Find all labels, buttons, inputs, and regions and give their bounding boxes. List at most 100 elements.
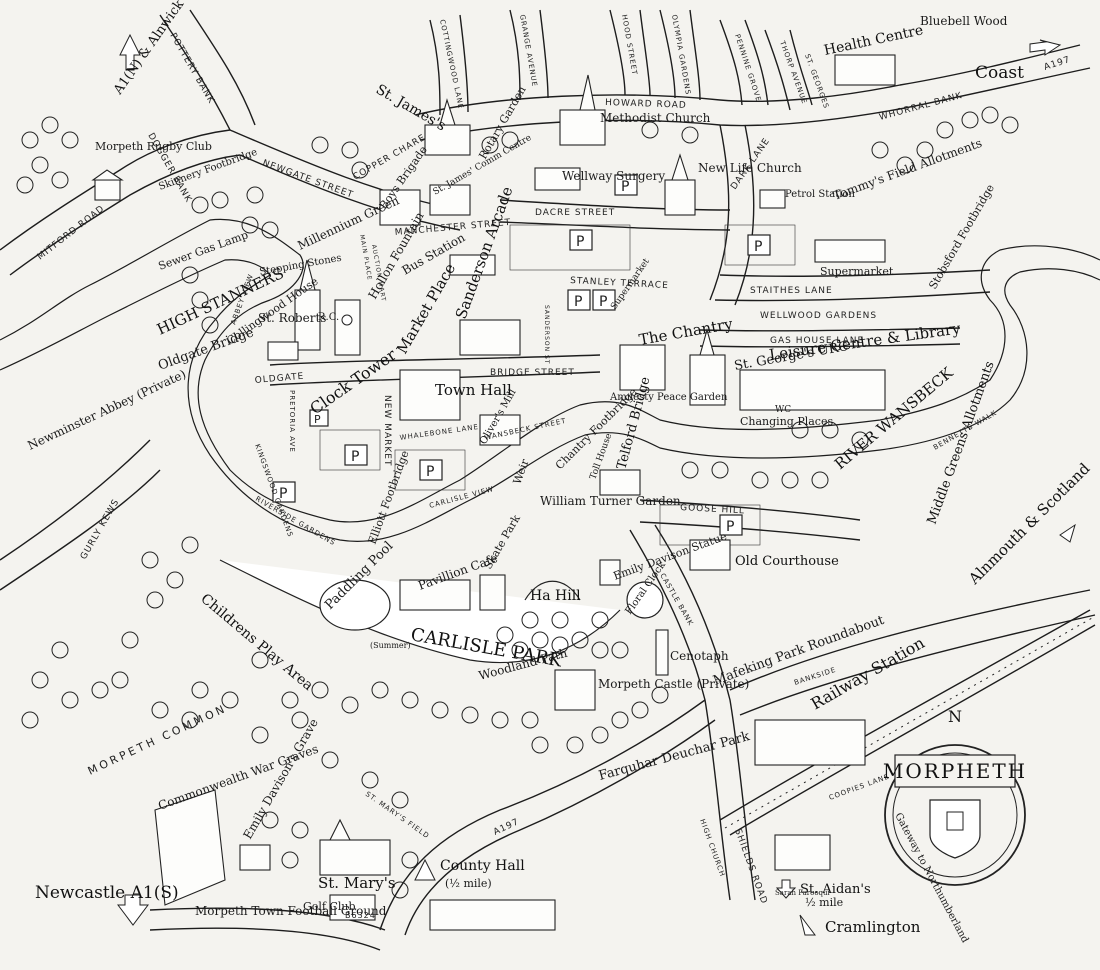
methodist-church [559,74,606,146]
svg-text:P: P [426,464,434,480]
tree [61,131,79,149]
toll-house-building [599,469,641,496]
svg-text:½ mile: ½ mile [805,896,843,909]
street-staithes-lane: STAITHES LANE [750,286,833,296]
label-ha-hill: Ha Hill [530,588,581,604]
tree [531,631,549,649]
svg-text:County Hall: County Hall [440,858,525,874]
parking-sign[interactable]: P [419,459,443,481]
tree [191,291,209,309]
skate-park [479,574,506,611]
tree [311,681,329,699]
svg-text:Newcastle A1(S): Newcastle A1(S) [35,883,179,903]
arrow-coast: Coast [975,39,1062,83]
tree [496,626,514,644]
cenotaph-monument [655,629,669,676]
parking-sign[interactable]: P [747,234,771,256]
parking-sign[interactable]: P [344,444,368,466]
emily-davisons-grave-monument [239,844,271,871]
street-goose-hill: GOOSE HILL [680,503,745,516]
st-marys-church [319,818,391,876]
carlisle-park-area [219,559,621,664]
tree [591,641,609,659]
street-new-market: NEW MARKET [382,395,392,466]
label-wc-summer: (Summer) [370,641,411,650]
floral-clock [626,581,664,619]
tree [251,651,269,669]
parking-sign[interactable]: P [592,289,616,311]
road-network [0,9,1096,951]
tree [641,121,659,139]
tree [21,711,39,729]
tree [811,471,829,489]
railway-line [719,609,1096,836]
street-bridge-street: BRIDGE STREET [490,368,575,378]
label-rc: R.C. [318,312,339,323]
tree [341,696,359,714]
golf-club-building [329,894,376,921]
tree [936,121,954,139]
tree [181,711,199,729]
boys-brigade-building [379,189,421,226]
label-amnesty-peace-garden: Amnesty Peace Garden [609,392,728,403]
parking-sign[interactable]: P [614,174,638,196]
svg-text:Cramlington: Cramlington [825,918,921,936]
svg-text:(½ mile): (½ mile) [445,877,492,890]
street-dacre-street: DACRE STREET [535,208,615,218]
tree [351,161,369,179]
parking-sign[interactable]: P [272,481,296,503]
emily-davison-statue [599,559,621,586]
paddling-pool [319,579,391,631]
tree [961,111,979,129]
label-william-turner-garden: William Turner Garden [540,494,681,508]
st-aidans-building [774,834,831,871]
tree [21,131,39,149]
tree [611,711,629,729]
street-oldgate: OLDGATE [254,372,304,386]
morpeth-castle-building [554,669,596,711]
town-hall-building [399,369,461,421]
label-wellway-surgery: Wellway Surgery [562,169,665,183]
tree [481,136,499,154]
bus-station-building [449,254,496,276]
svg-text:P: P [726,519,734,535]
tree [591,611,609,629]
label-supermarket-east: Supermarket [820,265,894,278]
tree [41,116,59,134]
tree [261,811,279,829]
tree [281,851,299,869]
tree [821,421,839,439]
street-gas-house-lane: GAS HOUSE LANE [770,336,864,346]
tree [146,591,164,609]
st-james-church [424,98,471,156]
parking-sign[interactable]: P [567,289,591,311]
tree [531,736,549,754]
commonwealth-war-graves [154,789,226,906]
tree [201,316,219,334]
tree [681,461,699,479]
tree [781,471,799,489]
county-hall-building [429,899,556,931]
tree [1001,116,1019,134]
tree [251,726,269,744]
svg-text:St. Aidan's: St. Aidan's [800,882,871,897]
parking-sign[interactable]: P [569,229,593,251]
wellway-surgery-building [534,167,581,191]
label-old-courthouse: Old Courthouse [735,554,839,569]
street-howard-road: HOWARD ROAD [605,98,687,111]
st-roberts-church [294,259,321,351]
parking-sign[interactable]: P [309,409,329,427]
tree [291,711,309,729]
tree [631,701,649,719]
tree [321,751,339,769]
parking-sign[interactable]: P [719,514,743,536]
tree [566,736,584,754]
tree [916,141,934,159]
tree [31,671,49,689]
ha-hill-mound [524,580,581,601]
tree [651,686,669,704]
tree [191,681,209,699]
tree [291,821,309,839]
north-indicator: N [948,707,962,726]
tree [751,471,769,489]
